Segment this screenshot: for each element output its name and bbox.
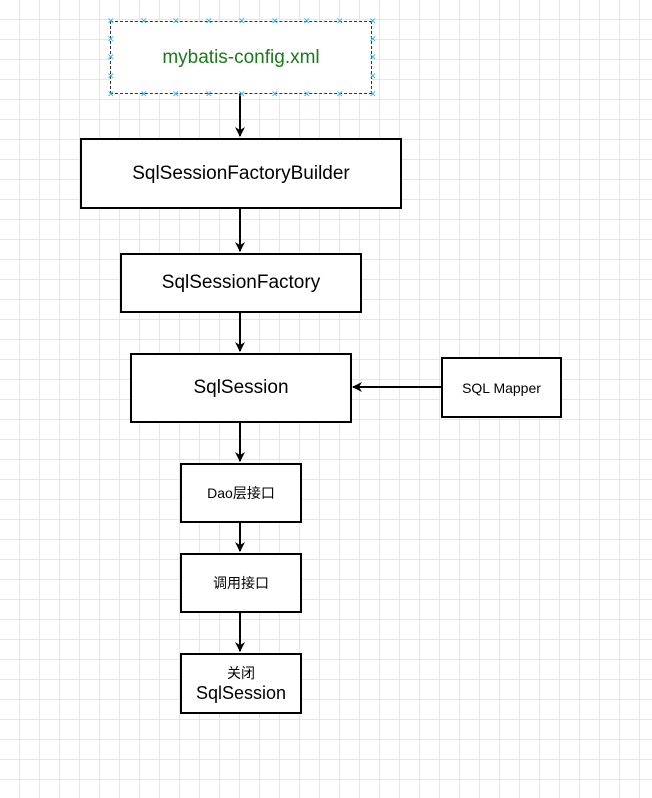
node-mybatis-config-label: mybatis-config.xml (162, 46, 320, 68)
selection-handle-icon[interactable]: ✕ (271, 16, 279, 26)
selection-handle-icon[interactable]: ✕ (205, 89, 213, 99)
selection-handle-icon[interactable]: ✕ (107, 16, 115, 26)
node-sql-mapper-label: SQL Mapper (462, 379, 541, 396)
node-dao-interface[interactable]: Dao层接口 (180, 463, 302, 523)
node-sqlsessionfactory-label: SqlSessionFactory (161, 272, 321, 293)
selection-handle-icon[interactable]: ✕ (369, 16, 377, 26)
node-dao-interface-label: Dao层接口 (207, 485, 275, 501)
selection-handle-icon[interactable]: ✕ (336, 89, 344, 99)
selection-handle-icon[interactable]: ✕ (303, 89, 311, 99)
node-sqlsessionfactory[interactable]: SqlSessionFactory (120, 253, 362, 313)
selection-handle-icon[interactable]: ✕ (336, 16, 344, 26)
selection-handle-icon[interactable]: ✕ (205, 16, 213, 26)
selection-handle-icon[interactable]: ✕ (369, 34, 377, 44)
selection-handle-icon[interactable]: ✕ (238, 89, 246, 99)
selection-handle-icon[interactable]: ✕ (369, 52, 377, 62)
node-close-sqlsession[interactable]: 关闭 SqlSession (180, 653, 302, 714)
node-sql-mapper[interactable]: SQL Mapper (441, 357, 562, 418)
node-mybatis-config[interactable]: mybatis-config.xml (110, 21, 372, 94)
node-sqlsessionfactorybuilder-label: SqlSessionFactoryBuilder (132, 162, 350, 184)
selection-handle-icon[interactable]: ✕ (303, 16, 311, 26)
node-sqlsession[interactable]: SqlSession (130, 353, 352, 423)
selection-handle-icon[interactable]: ✕ (107, 52, 115, 62)
selection-handle-icon[interactable]: ✕ (172, 16, 180, 26)
selection-handle-icon[interactable]: ✕ (369, 71, 377, 81)
node-call-interface-label: 调用接口 (213, 575, 269, 591)
node-close-sqlsession-line2: SqlSession (195, 683, 287, 703)
selection-handle-icon[interactable]: ✕ (107, 71, 115, 81)
node-sqlsession-label: SqlSession (193, 377, 289, 398)
node-sqlsessionfactorybuilder[interactable]: SqlSessionFactoryBuilder (80, 138, 402, 209)
selection-handle-icon[interactable]: ✕ (369, 89, 377, 99)
selection-handle-icon[interactable]: ✕ (140, 89, 148, 99)
selection-handle-icon[interactable]: ✕ (238, 16, 246, 26)
selection-handle-icon[interactable]: ✕ (107, 34, 115, 44)
node-close-sqlsession-line1: 关闭 (227, 665, 255, 681)
selection-handle-icon[interactable]: ✕ (107, 89, 115, 99)
selection-handle-icon[interactable]: ✕ (172, 89, 180, 99)
node-call-interface[interactable]: 调用接口 (180, 553, 302, 613)
selection-handle-icon[interactable]: ✕ (271, 89, 279, 99)
selection-handle-icon[interactable]: ✕ (140, 16, 148, 26)
